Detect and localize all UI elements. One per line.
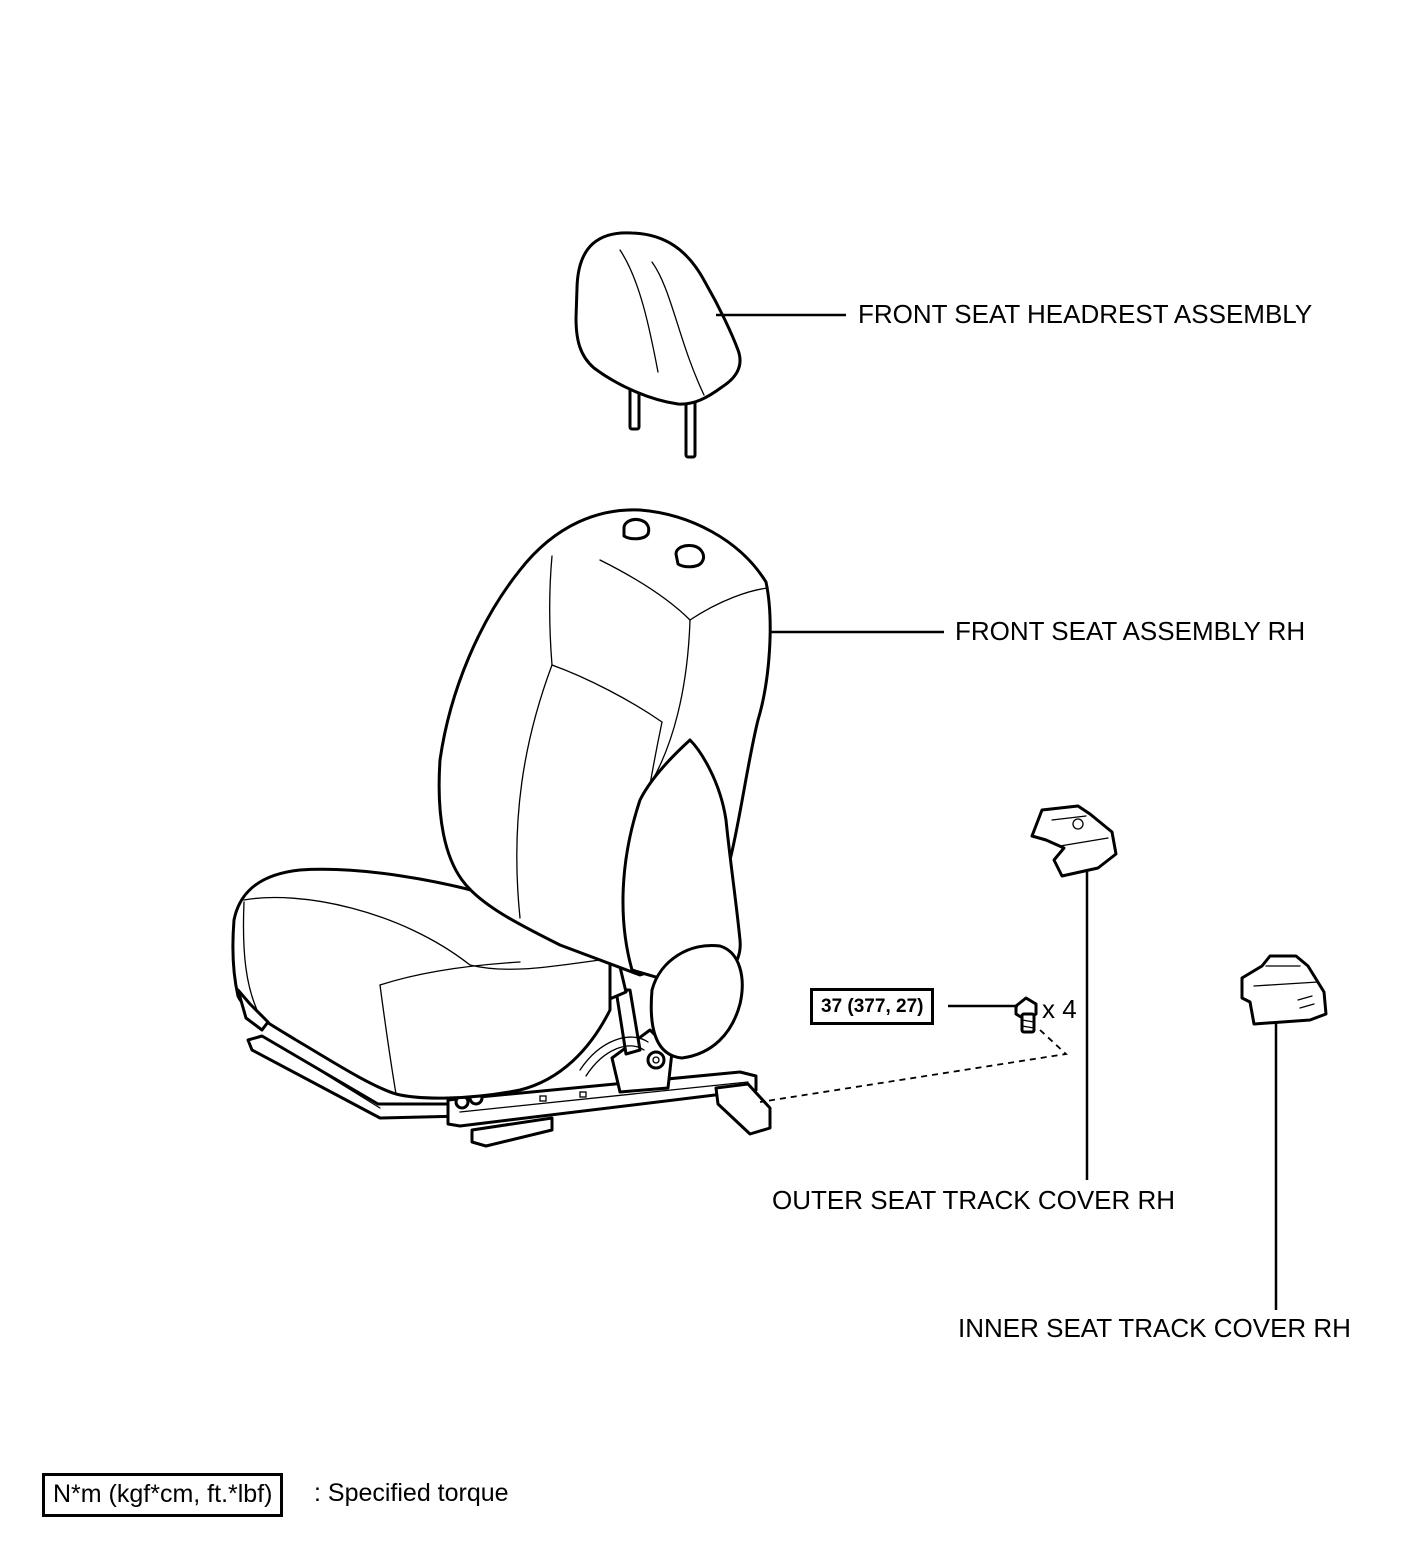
seat-label: FRONT SEAT ASSEMBLY RH [955, 616, 1306, 646]
bolt-illustration [1014, 996, 1038, 1034]
headrest-label: FRONT SEAT HEADREST ASSEMBLY [858, 299, 1313, 329]
torque-unit-legend-box: N*m (kgf*cm, ft.*lbf) [42, 1473, 284, 1517]
bolt-quantity: x 4 [1042, 994, 1077, 1024]
torque-legend-description: : Specified torque [314, 1479, 509, 1507]
outer-track-cover-illustration [1030, 804, 1118, 878]
seat-back-illustration [437, 508, 772, 1060]
bolt-install-path [759, 1029, 1068, 1103]
torque-value-box: 37 (377, 27) [810, 988, 935, 1025]
inner-track-cover-illustration [1240, 954, 1328, 1026]
headrest-illustration [574, 231, 742, 459]
outer-cover-label: OUTER SEAT TRACK COVER RH [772, 1185, 1176, 1215]
seat-cushion-illustration [231, 867, 612, 1100]
inner-cover-label: INNER SEAT TRACK COVER RH [958, 1313, 1351, 1343]
